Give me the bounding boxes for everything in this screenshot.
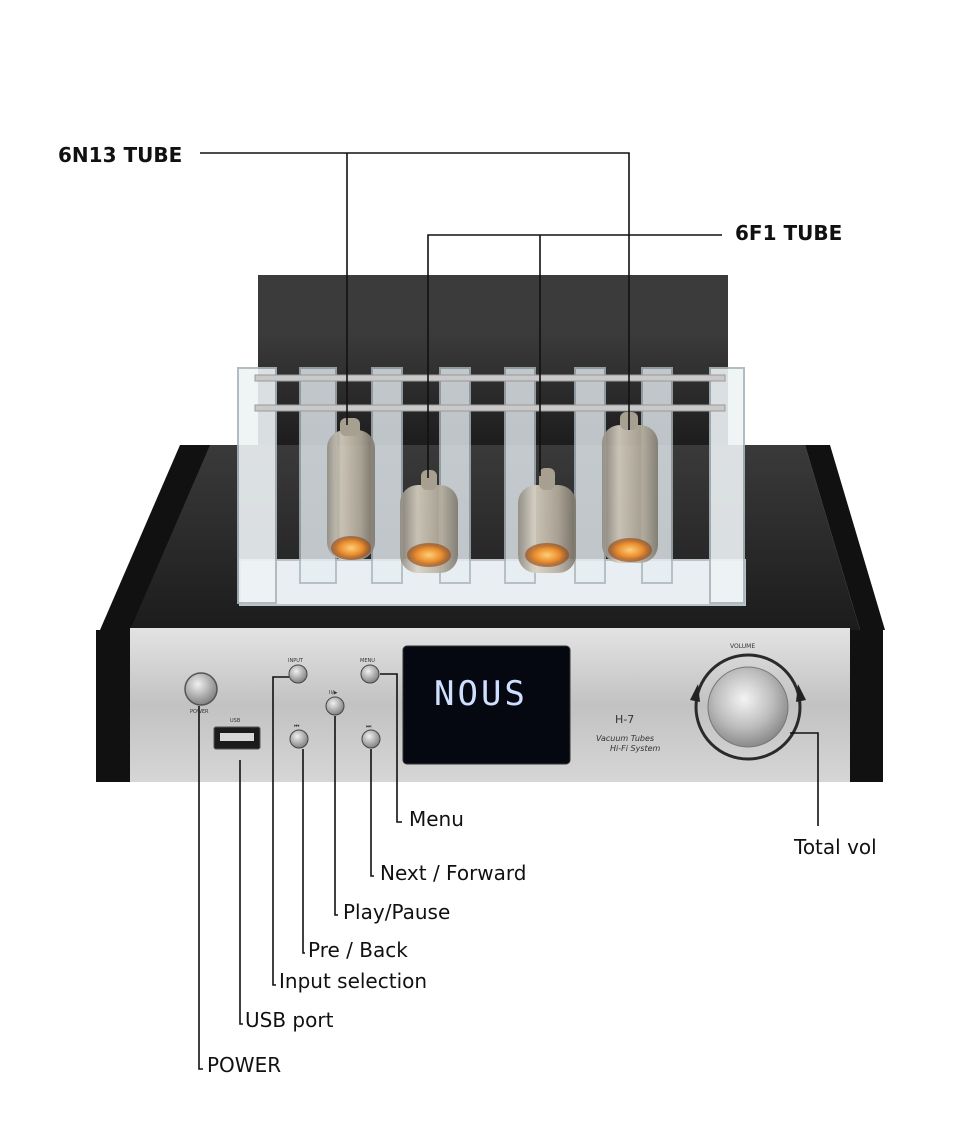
- acrylic-tube-cage: [237, 367, 746, 606]
- label-6f1-tube: 6F1 TUBE: [735, 221, 843, 245]
- callout-lines: [198, 152, 819, 1070]
- usb-port[interactable]: [213, 726, 261, 750]
- volume-up-arrow-icon: [796, 684, 806, 702]
- subtitle-line-1: Vacuum Tubes: [596, 734, 655, 743]
- play-pause-button[interactable]: [325, 696, 345, 716]
- label-menu: Menu: [409, 807, 464, 831]
- tube-6n13-right: [602, 412, 658, 563]
- next-button[interactable]: [361, 729, 381, 749]
- power-label: POWER: [190, 709, 209, 715]
- menu-label: MENU: [360, 658, 375, 664]
- display-readout: NOUS: [434, 674, 528, 714]
- volume-knob[interactable]: [690, 653, 806, 761]
- input-label: INPUT: [288, 658, 303, 664]
- tube-6f1-right: [518, 468, 576, 573]
- label-pre-back: Pre / Back: [308, 938, 408, 962]
- play-label: II/▶: [329, 690, 338, 696]
- tube-6f1-left: [400, 470, 458, 573]
- label-6n13-tube: 6N13 TUBE: [58, 143, 183, 167]
- model-name: H-7: [615, 713, 635, 726]
- tube-6n13-left: [327, 418, 375, 560]
- label-power: POWER: [207, 1053, 282, 1077]
- volume-down-arrow-icon: [690, 684, 700, 702]
- label-usb-port: USB port: [245, 1008, 334, 1032]
- volume-label: VOLUME: [730, 643, 756, 650]
- subtitle-line-2: Hi-Fi System: [610, 744, 661, 753]
- next-icon: ⏭: [366, 723, 372, 730]
- input-button[interactable]: [288, 664, 308, 684]
- label-input-selection: Input selection: [279, 969, 428, 993]
- prev-button[interactable]: [289, 729, 309, 749]
- prev-icon: ⏮: [294, 723, 300, 730]
- vfd-display: [402, 645, 571, 765]
- power-button[interactable]: [184, 672, 218, 706]
- usb-label: USB: [230, 718, 241, 724]
- label-total-vol: Total vol: [794, 835, 877, 859]
- label-next-forward: Next / Forward: [380, 861, 527, 885]
- menu-button[interactable]: [360, 664, 380, 684]
- label-play-pause: Play/Pause: [343, 900, 451, 924]
